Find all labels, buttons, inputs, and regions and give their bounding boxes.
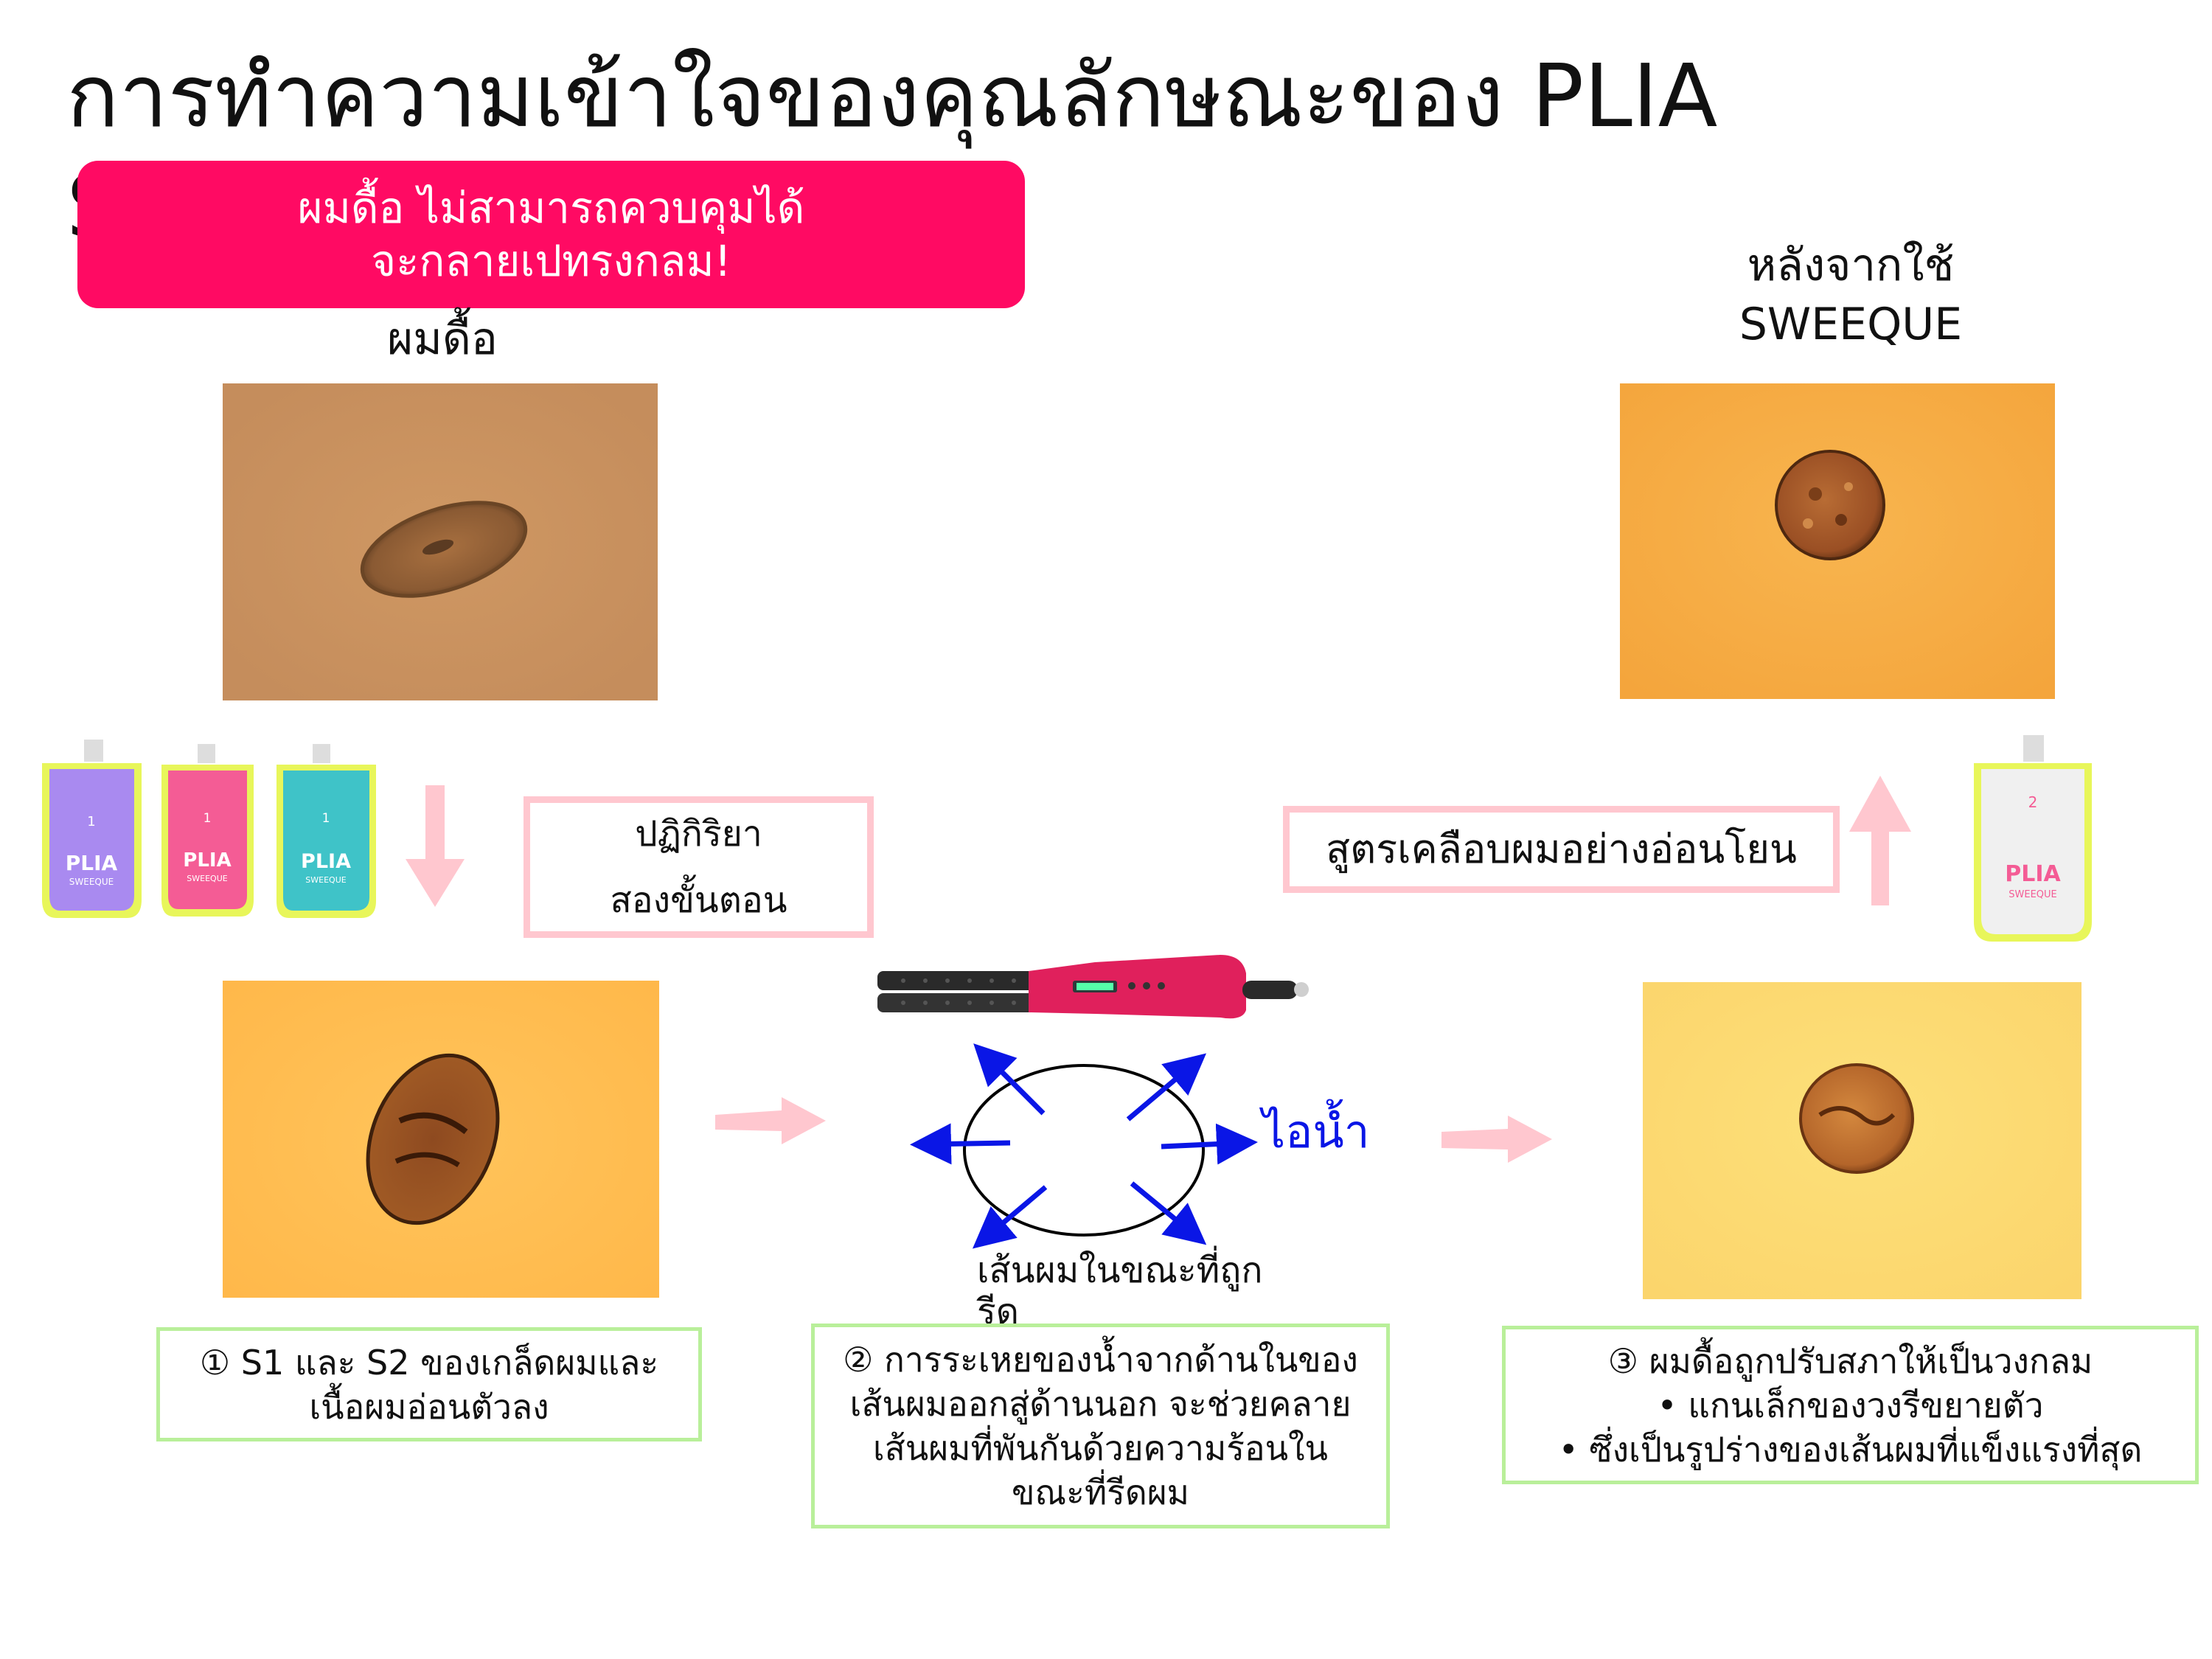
- product-packs-step1: 1 PLIA SWEEQUE 1 PLIA SWEEQUE 1 PLIA SWE…: [38, 734, 385, 925]
- steam-arrow-left: [910, 1123, 1011, 1165]
- pack2-number: 1: [204, 811, 212, 826]
- down-arrow: [406, 785, 465, 907]
- step-2-line-2: เส้นผมออกสู่ด้านนอก จะช่วยคลาย: [849, 1384, 1352, 1424]
- product-pack-pink: 1 PLIA SWEEQUE: [161, 744, 254, 917]
- step-2-line-4: ขณะที่รีดผม: [1011, 1472, 1189, 1512]
- up-arrow: [1849, 776, 1911, 905]
- pack4-name: PLIA: [2005, 861, 2061, 887]
- steam-arrow-up-right: [1126, 1053, 1207, 1121]
- banner-line-2: จะกลายเปทรงกลม!: [371, 236, 731, 286]
- flat-iron-image: [874, 940, 1312, 1025]
- hair-cross-section-photo-rounded: [1643, 982, 2081, 1299]
- hair-cross-section-photo-after: [1620, 383, 2055, 699]
- step-2-line-3: เส้นผมที่พันกันด้วยความร้อนใน: [872, 1428, 1328, 1468]
- pack3-name: PLIA: [301, 850, 351, 873]
- steam-arrow-right: [1161, 1123, 1258, 1165]
- step-3-line-1: ③ ผมดื้อถูกปรับสภาให้เป็นวงกลม: [1607, 1340, 2093, 1381]
- curly-hair-label: ผมดื้อ: [387, 313, 498, 365]
- right-arrow-2: [1441, 1116, 1552, 1163]
- hair-cross-section-photo-before: [223, 383, 658, 700]
- right-arrow-1: [715, 1097, 826, 1144]
- warning-banner: ผมดื้อ ไม่สามารถควบคุมได้ จะกลายเปทรงกลม…: [77, 161, 1025, 308]
- pack2-name: PLIA: [183, 849, 231, 872]
- banner-line-1: ผมดื้อ ไม่สามารถควบคุมได้: [297, 183, 805, 233]
- pack4-sub: SWEEQUE: [2008, 889, 2057, 900]
- steam-arrow-up-left: [973, 1043, 1046, 1116]
- hair-outline-ellipse: [963, 1064, 1205, 1237]
- steam-evaporation-diagram: [910, 1043, 1258, 1249]
- product-pack-purple: 1 PLIA SWEEQUE: [42, 740, 142, 918]
- two-step-reaction-box: ปฏิกิริยา สองขั้นตอน: [524, 796, 874, 938]
- hair-ironing-line-1: เส้นผมในขณะที่ถูก: [977, 1250, 1263, 1291]
- product-pack-step2: 2 PLIA SWEEQUE: [1970, 734, 2097, 947]
- step-1-line-2: เนื้อผมอ่อนตัวลง: [309, 1386, 549, 1427]
- pack2-sub: SWEEQUE: [187, 874, 227, 883]
- step-2-line-1: ② การระเหยของน้ำจากด้านในของ: [843, 1340, 1358, 1380]
- product-pack-teal: 1 PLIA SWEEQUE: [276, 744, 376, 918]
- steam-arrow-down-left: [972, 1185, 1048, 1249]
- pack3-number: 1: [322, 811, 330, 826]
- coating-label: สูตรเคลือบผมอย่างอ่อนโยน: [1326, 826, 1797, 872]
- pack1-sub: SWEEQUE: [69, 877, 114, 887]
- step-3-line-2: • แกนเล็กของวงรีขยายตัว: [1657, 1385, 2044, 1425]
- pack3-sub: SWEEQUE: [305, 875, 346, 885]
- reaction-line-2: สองขั้นตอน: [610, 880, 787, 921]
- after-use-label: หลังจากใช้ SWEEQUE: [1696, 236, 2006, 354]
- hair-cross-section-photo-softened: [223, 981, 659, 1298]
- steam-arrow-down-right: [1130, 1181, 1207, 1245]
- step-3-line-3: • ซึ่งเป็นรูปร่างของเส้นผมที่แข็งแรงที่ส…: [1558, 1429, 2143, 1470]
- hair-ironing-caption: เส้นผมในขณะที่ถูก รีด: [977, 1250, 1262, 1332]
- after-use-line-2: SWEEQUE: [1739, 299, 1963, 350]
- pack1-name: PLIA: [66, 851, 118, 875]
- after-use-line-1: หลังจากใช้: [1747, 240, 1955, 291]
- pack1-number: 1: [87, 814, 95, 830]
- step-1-box: ① S1 และ S2 ของเกล็ดผมและ เนื้อผมอ่อนตัว…: [156, 1327, 702, 1441]
- reaction-line-1: ปฏิกิริยา: [635, 813, 762, 855]
- steam-label: ไอน้ำ: [1262, 1105, 1370, 1158]
- gentle-coating-box: สูตรเคลือบผมอย่างอ่อนโยน: [1283, 806, 1840, 893]
- step-3-box: ③ ผมดื้อถูกปรับสภาให้เป็นวงกลม • แกนเล็ก…: [1502, 1326, 2199, 1484]
- page-title: การทำความเข้าใจของคุณลักษณะของ PLIA: [66, 45, 1718, 147]
- step-1-line-1: ① S1 และ S2 ของเกล็ดผมและ: [199, 1342, 659, 1382]
- step-2-box: ② การระเหยของน้ำจากด้านในของ เส้นผมออกสู…: [811, 1324, 1390, 1528]
- pack4-number: 2: [2028, 793, 2038, 811]
